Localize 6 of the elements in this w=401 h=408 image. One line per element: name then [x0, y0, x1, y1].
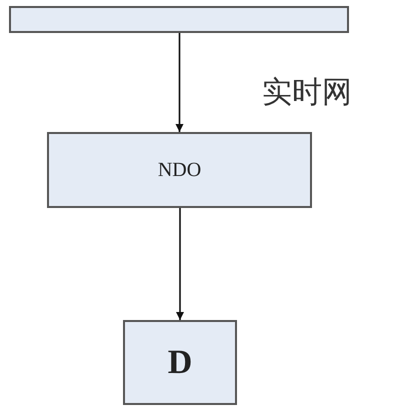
arrow	[176, 208, 184, 320]
label-text: 实时网	[262, 74, 352, 112]
bus-bar	[9, 6, 349, 33]
process-box: NDO	[47, 132, 312, 208]
arrow	[176, 33, 184, 132]
process-box: D	[123, 320, 237, 405]
